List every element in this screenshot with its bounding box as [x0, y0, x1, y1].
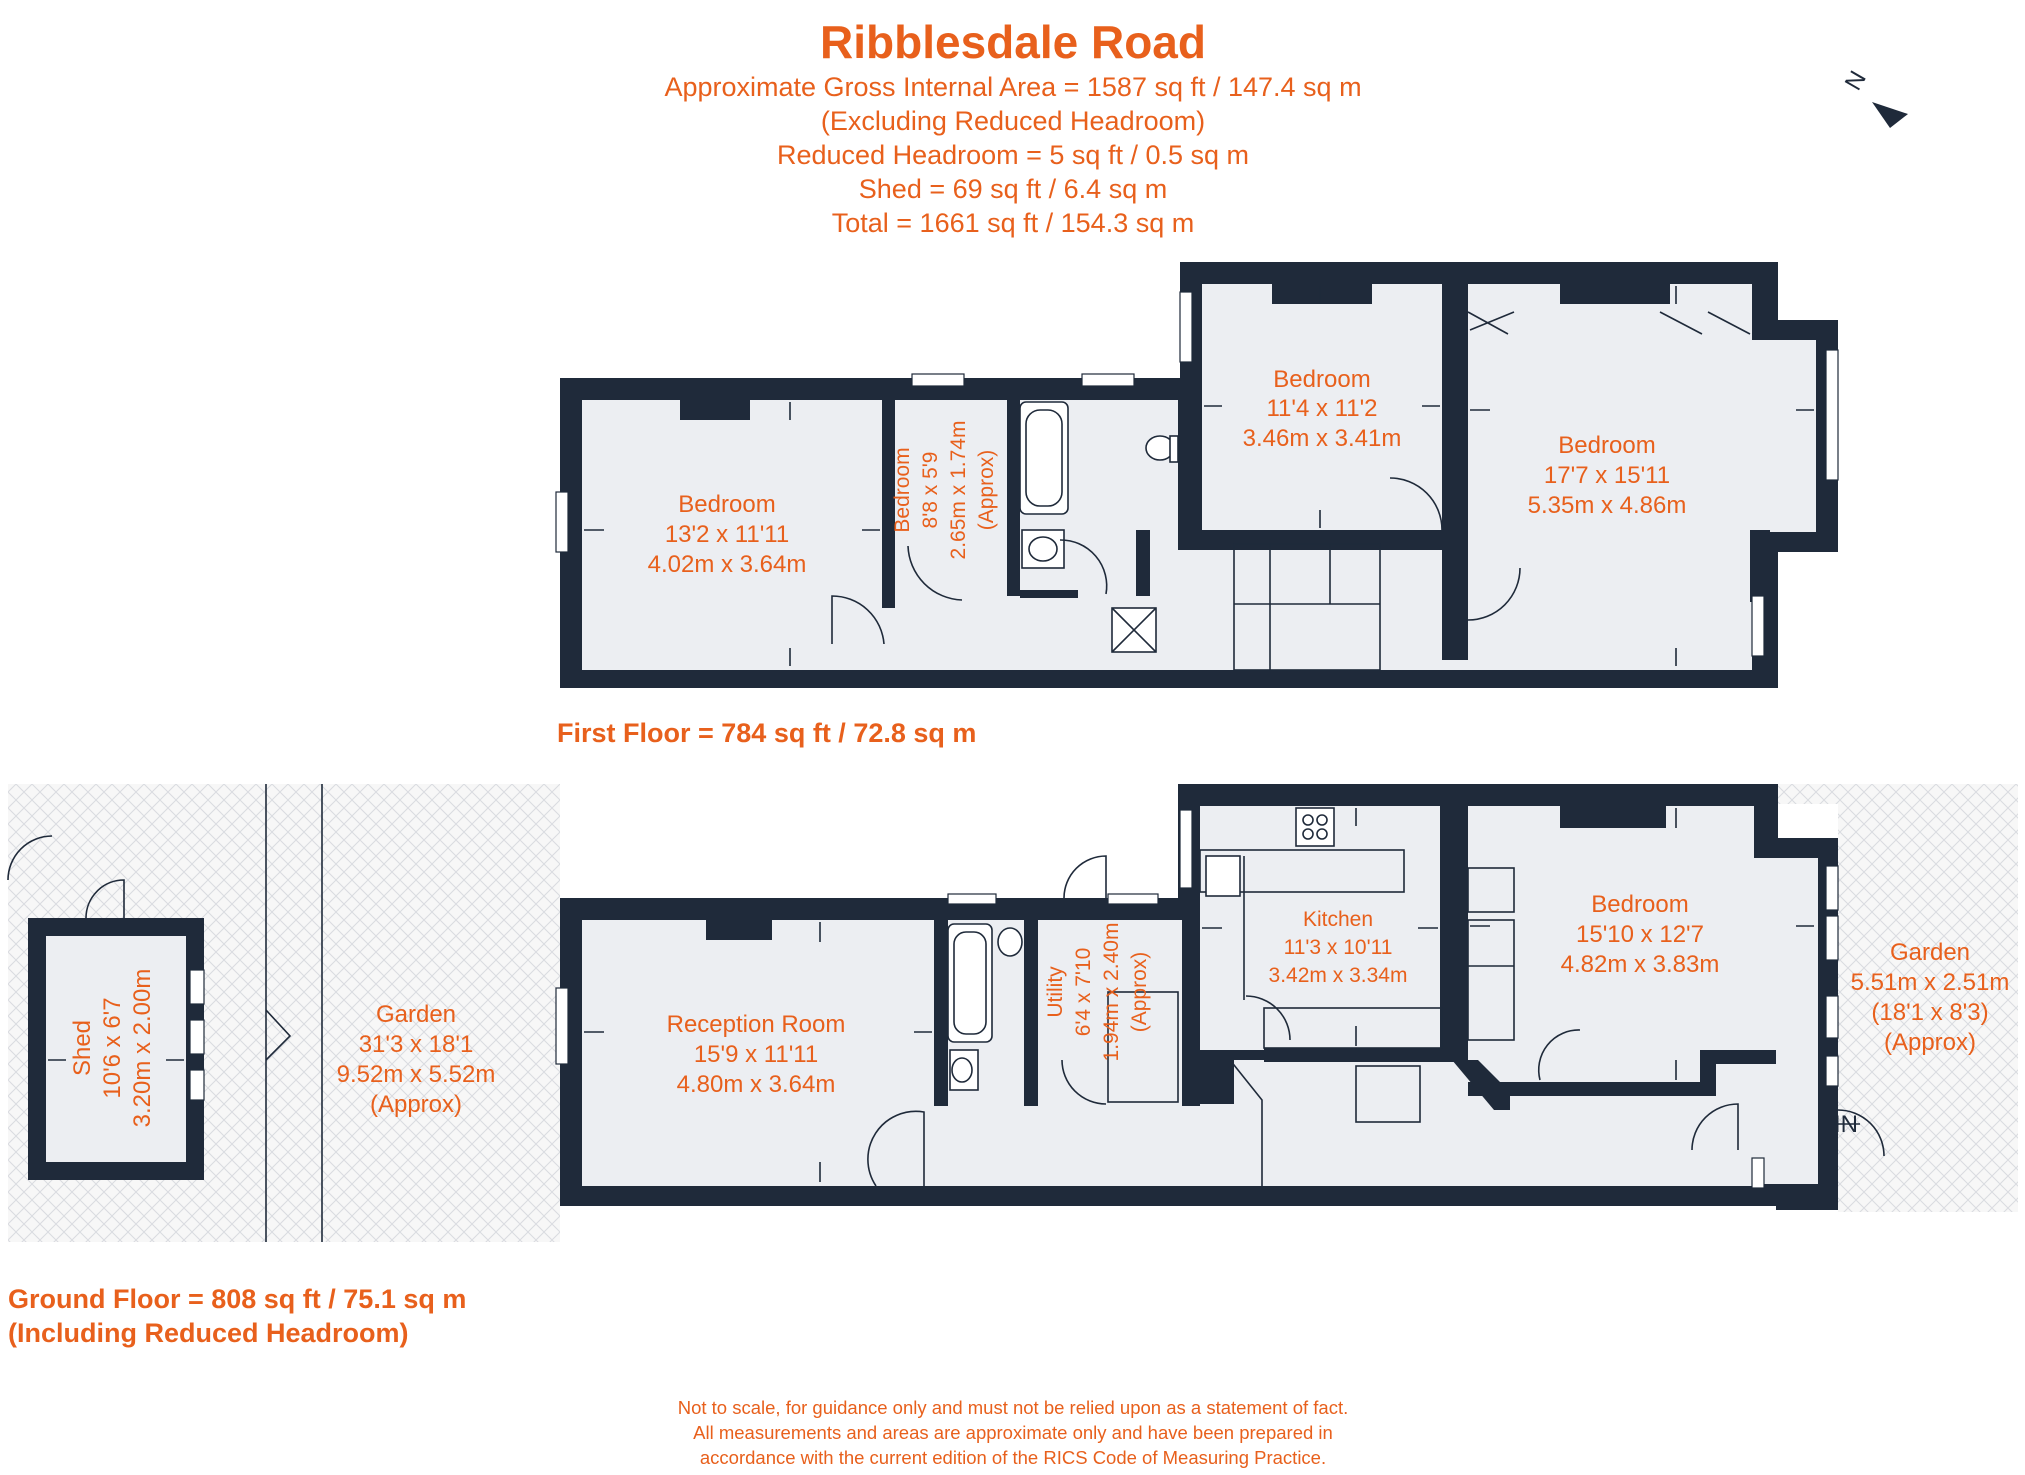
- gf-bedroom-metric: 4.82m x 3.83m: [1561, 951, 1720, 978]
- ff-bedroom-1-metric: 4.02m x 3.64m: [648, 551, 807, 578]
- shed-imperial: 10'6 x 6'7: [99, 997, 126, 1098]
- disclaimer-line-3: accordance with the current edition of t…: [700, 1447, 1326, 1468]
- ground-floor-caption: Ground Floor = 808 sq ft / 75.1 sq m: [8, 1284, 466, 1314]
- ff-bedroom-3-imperial: 11'4 x 11'2: [1266, 395, 1377, 422]
- compass-label: N: [1840, 66, 1872, 95]
- shed-name: Shed: [69, 1020, 96, 1076]
- garden-front-note: (Approx): [1884, 1029, 1976, 1056]
- garden-front-imperial: (18'1 x 8'3): [1871, 999, 1988, 1026]
- ff-bedroom-2-metric: 2.65m x 1.74m: [947, 421, 970, 560]
- garden-front-metric: 5.51m x 2.51m: [1851, 969, 2010, 996]
- reception-room-metric: 4.80m x 3.64m: [677, 1071, 836, 1098]
- ff-bedroom-2-imperial: 8'8 x 5'9: [919, 452, 942, 529]
- shed: [7, 835, 205, 1180]
- shed-metric: 3.20m x 2.00m: [129, 969, 156, 1128]
- garden-rear-note: (Approx): [370, 1091, 462, 1118]
- utility-note: (Approx): [1128, 952, 1151, 1033]
- disclaimer-line-1: Not to scale, for guidance only and must…: [678, 1397, 1349, 1418]
- shed-label: Shed 10'6 x 6'7 3.20m x 2.00m: [69, 969, 156, 1128]
- gf-bedroom-name: Bedroom: [1591, 891, 1688, 918]
- ff-bedroom-2-label: Bedroom 8'8 x 5'9 2.65m x 1.74m (Approx): [891, 421, 998, 560]
- ff-bedroom-1-imperial: 13'2 x 11'11: [665, 521, 789, 548]
- garden-front-name: Garden: [1890, 939, 1970, 966]
- ff-bedroom-4-name: Bedroom: [1558, 432, 1655, 459]
- garden-rear-imperial: 31'3 x 18'1: [359, 1031, 474, 1058]
- ground-floor-caption-note: (Including Reduced Headroom): [8, 1318, 409, 1348]
- page-title: Ribblesdale Road: [820, 16, 1206, 68]
- excluding-note: (Excluding Reduced Headroom): [821, 106, 1205, 136]
- ff-bedroom-4-imperial: 17'7 x 15'11: [1544, 462, 1670, 489]
- ff-bedroom-2-name: Bedroom: [891, 447, 914, 532]
- ground-floor-plan: Shed 10'6 x 6'7 3.20m x 2.00m Garden 31'…: [7, 784, 2018, 1242]
- total-area: Total = 1661 sq ft / 154.3 sq m: [832, 208, 1194, 238]
- first-floor-caption: First Floor = 784 sq ft / 72.8 sq m: [557, 718, 976, 748]
- entrance-label: IN: [1834, 1111, 1858, 1138]
- kitchen-name: Kitchen: [1303, 908, 1373, 931]
- compass-icon: N: [1840, 66, 1908, 128]
- utility-imperial: 6'4 x 7'10: [1072, 948, 1095, 1037]
- reception-room-imperial: 15'9 x 11'11: [694, 1041, 818, 1068]
- utility-name: Utility: [1044, 966, 1067, 1018]
- ff-bedroom-2-note: (Approx): [975, 450, 998, 531]
- garden-rear-metric: 9.52m x 5.52m: [337, 1061, 496, 1088]
- utility-metric: 1.94m x 2.40m: [1100, 923, 1123, 1062]
- ff-bedroom-4-metric: 5.35m x 4.86m: [1528, 492, 1687, 519]
- disclaimer-line-2: All measurements and areas are approxima…: [693, 1422, 1333, 1443]
- reduced-headroom: Reduced Headroom = 5 sq ft / 0.5 sq m: [777, 140, 1249, 170]
- ff-bedroom-1-name: Bedroom: [678, 491, 775, 518]
- shed-area: Shed = 69 sq ft / 6.4 sq m: [859, 174, 1167, 204]
- kitchen-metric: 3.42m x 3.34m: [1269, 964, 1408, 987]
- reception-room-name: Reception Room: [667, 1011, 846, 1038]
- ff-bedroom-3-metric: 3.46m x 3.41m: [1243, 425, 1402, 452]
- first-floor-plan: Bedroom 13'2 x 11'11 4.02m x 3.64m Bedro…: [555, 262, 1839, 688]
- ff-bedroom-3-name: Bedroom: [1273, 366, 1370, 393]
- garden-rear-name: Garden: [376, 1001, 456, 1028]
- kitchen-imperial: 11'3 x 10'11: [1284, 936, 1393, 959]
- gross-area: Approximate Gross Internal Area = 1587 s…: [664, 72, 1361, 102]
- utility-label: Utility 6'4 x 7'10 1.94m x 2.40m (Approx…: [1044, 923, 1151, 1062]
- gf-bedroom-imperial: 15'10 x 12'7: [1576, 921, 1704, 948]
